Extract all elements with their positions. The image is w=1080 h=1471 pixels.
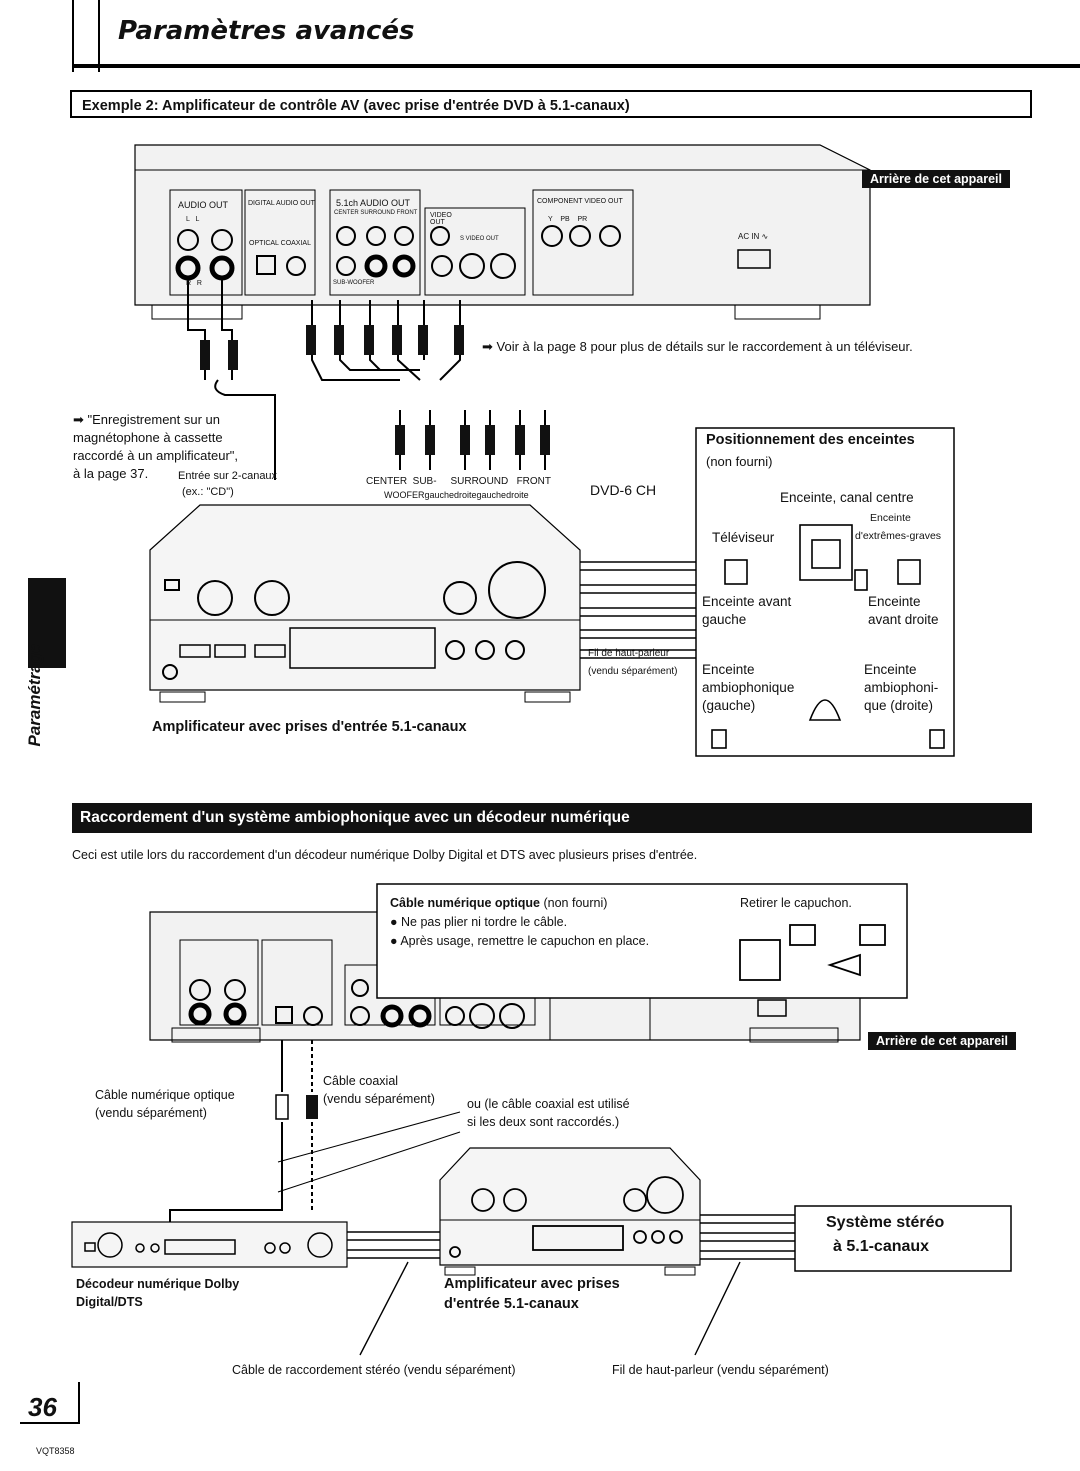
rear-tag-2: Arrière de cet appareil [868, 1032, 1017, 1050]
stereo-cable-label: Câble de raccordement stéréo (vendu sépa… [232, 1363, 516, 1377]
optical-cable-label-2: (vendu séparément) [95, 1106, 207, 1120]
rec-note-4: à la page 37. [73, 466, 149, 481]
amp2-label-1: Amplificateur avec prises [444, 1276, 620, 1292]
rear-tag: Arrière de cet appareil [862, 170, 1011, 188]
coax-cable-label-1: Câble coaxial [323, 1074, 399, 1088]
front-left-label-1: Enceinte avant [702, 594, 792, 609]
video-out-label: VIDEO OUT [430, 212, 452, 226]
plug-labels-1: CENTER SUB- SURROUND FRONT [366, 476, 552, 487]
dvd6ch-label: DVD-6 CH [590, 482, 657, 498]
tv-note: ➡ Voir à la page 8 pour plus de détails … [482, 339, 913, 354]
surround-right-label-2: ambiophoni- [864, 680, 939, 695]
optical-coaxial-label: OPTICAL COAXIAL [249, 240, 311, 247]
speaker-wire-label-2: (vendu séparément) [588, 666, 678, 677]
cable-box-title-bold: Câble numérique optique [390, 896, 541, 910]
page-title: Paramètres avancés [118, 16, 415, 46]
coax-cable-label-3: ou (le câble coaxial est utilisé [467, 1097, 630, 1111]
ac-in-label: AC IN ∿ [738, 232, 769, 241]
ch51-cols-label: CENTER SURROUND FRONT [334, 210, 418, 216]
positions-title: Positionnement des enceintes [706, 432, 915, 448]
entree-label-2: (ex.: "CD") [182, 486, 234, 498]
surround-left-label-3: (gauche) [702, 698, 756, 713]
surround-left-label-2: ambiophonique [702, 680, 795, 695]
front-right-label-2: avant droite [868, 612, 939, 627]
coax-cable-label-4: si les deux sont raccordés.) [467, 1115, 620, 1129]
ypbpr-label: Y PB PR [548, 216, 588, 223]
remove-cap-label: Retirer le capuchon. [740, 896, 852, 910]
coax-cable-label-2: (vendu séparément) [323, 1092, 435, 1106]
example-heading: Exemple 2: Amplificateur de contrôle AV … [70, 90, 1032, 118]
ch51-audio-out-label: 5.1ch AUDIO OUT [336, 198, 411, 208]
rec-note-2: magnétophone à cassette [73, 430, 223, 445]
cable-box-title-normal: (non fourni) [540, 896, 608, 910]
entree-label-1: Entrée sur 2-canaux [178, 470, 278, 482]
rec-note-3: raccordé à un amplificateur", [73, 448, 239, 463]
cable-box-title: Câble numérique optique (non fourni) [390, 896, 607, 910]
amp2-label-2: d'entrée 5.1-canaux [444, 1296, 579, 1312]
decoder-label-2: Digital/DTS [76, 1295, 143, 1309]
speaker-wire-caption: Fil de haut-parleur (vendu séparément) [612, 1363, 829, 1377]
center-speaker-label: Enceinte, canal centre [780, 490, 914, 505]
surround-left-label-1: Enceinte [702, 662, 755, 677]
amp-caption: Amplificateur avec prises d'entrée 5.1-c… [152, 719, 467, 735]
tv-label: Téléviseur [712, 530, 775, 545]
rec-note-1: ➡ "Enregistrement sur un [73, 412, 221, 427]
system-label-1: Système stéréo [826, 1214, 945, 1231]
digital-audio-out-label: DIGITAL AUDIO OUT [248, 200, 315, 207]
lr-bottom-label: R R [186, 280, 202, 287]
audio-out-label: AUDIO OUT [178, 200, 229, 210]
speaker-wire-label-1: Fil de haut-parleur [588, 648, 670, 659]
front-left-label-2: gauche [702, 612, 747, 627]
positions-subtitle: (non fourni) [706, 454, 773, 469]
system-label-2: à 5.1-canaux [833, 1238, 930, 1255]
plug-labels-2: WOOFERgauchedroitegauchedroite [384, 490, 529, 500]
front-right-label-1: Enceinte [868, 594, 921, 609]
svideo-out-label: S VIDEO OUT [460, 236, 499, 242]
cable-box-bullet-1: ● Ne pas plier ni tordre le câble. [390, 915, 568, 929]
page-number: 36 [28, 1392, 57, 1422]
section-intro: Ceci est utile lors du raccordement d'un… [72, 848, 698, 862]
surround-right-label-1: Enceinte [864, 662, 917, 677]
cable-box-bullet-2: ● Après usage, remettre le capuchon en p… [390, 934, 650, 948]
title-bracket [72, 0, 100, 72]
lr-top-label: L L [186, 216, 200, 223]
page-number-frame [20, 1382, 80, 1424]
component-video-out-label: COMPONENT VIDEO OUT [537, 198, 623, 205]
optical-cable-label-1: Câble numérique optique [95, 1088, 235, 1102]
surround-right-label-3: que (droite) [864, 698, 934, 713]
sidebar-label: Paramétrage [25, 643, 44, 747]
sub-woofer-label: SUB-WOOFER [333, 280, 375, 286]
document-code: VQT8358 [36, 1446, 75, 1456]
decoder-label-1: Décodeur numérique Dolby [76, 1277, 240, 1291]
header-rule [72, 64, 1080, 68]
section-tab [28, 578, 66, 668]
sub-label-2: d'extrêmes-graves [855, 530, 942, 542]
section-heading: Raccordement d'un système ambiophonique … [72, 803, 1032, 833]
sub-label-1: Enceinte [870, 512, 911, 524]
